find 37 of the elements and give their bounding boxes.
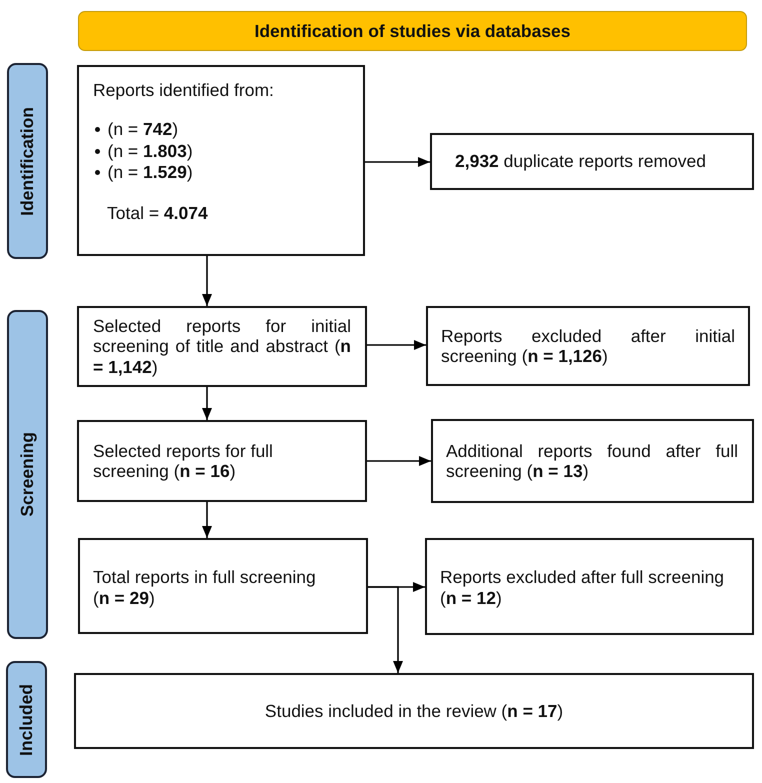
phase-band xyxy=(7,310,48,639)
process-box xyxy=(426,306,750,386)
step-text: Total reports in full screening (n = 29) xyxy=(93,567,317,608)
process-box xyxy=(77,306,367,387)
phase-label: Screening xyxy=(17,432,38,517)
count-text: (n = 1.529) xyxy=(108,162,193,184)
step-text: Reports excluded after initial screening (n = 1,126) xyxy=(441,326,735,366)
process-box xyxy=(425,538,754,635)
step-text: Selected reports for full screening (n = 16) xyxy=(93,440,274,482)
process-box xyxy=(430,133,754,190)
count-text: (n = 1.803) xyxy=(108,140,193,162)
count-text: (n = 742) xyxy=(108,119,178,140)
step-text: Additional reports found after full screening (n = 13) xyxy=(446,440,738,482)
phase-band xyxy=(7,63,48,259)
phase-label: Identification xyxy=(17,106,38,216)
step-text: Studies included in the review (n = 17) xyxy=(264,700,564,722)
process-box xyxy=(431,419,754,503)
arrow xyxy=(368,586,403,673)
list-heading: Reports identified from: xyxy=(93,80,274,101)
arrow xyxy=(202,387,212,420)
section-title: Identification of studies via databases xyxy=(254,20,571,42)
total-text: Total = 4.074 xyxy=(107,202,208,224)
process-box xyxy=(78,538,368,634)
step-text: 2,932 duplicate reports removed xyxy=(455,151,707,172)
arrow xyxy=(365,157,430,167)
section-header xyxy=(78,11,747,51)
process-box xyxy=(77,420,367,502)
arrow xyxy=(202,256,212,306)
phase-band xyxy=(6,661,47,778)
step-text: Reports excluded after full screening (n = 12) xyxy=(440,567,726,608)
process-box xyxy=(77,65,365,256)
phase-label: Included xyxy=(16,684,37,756)
step-text: Selected reports for initial screening of title and abstract (n = 1,142) xyxy=(93,316,351,378)
process-box xyxy=(74,673,754,749)
arrow xyxy=(202,502,212,538)
arrow xyxy=(367,340,426,350)
arrow xyxy=(367,456,431,466)
